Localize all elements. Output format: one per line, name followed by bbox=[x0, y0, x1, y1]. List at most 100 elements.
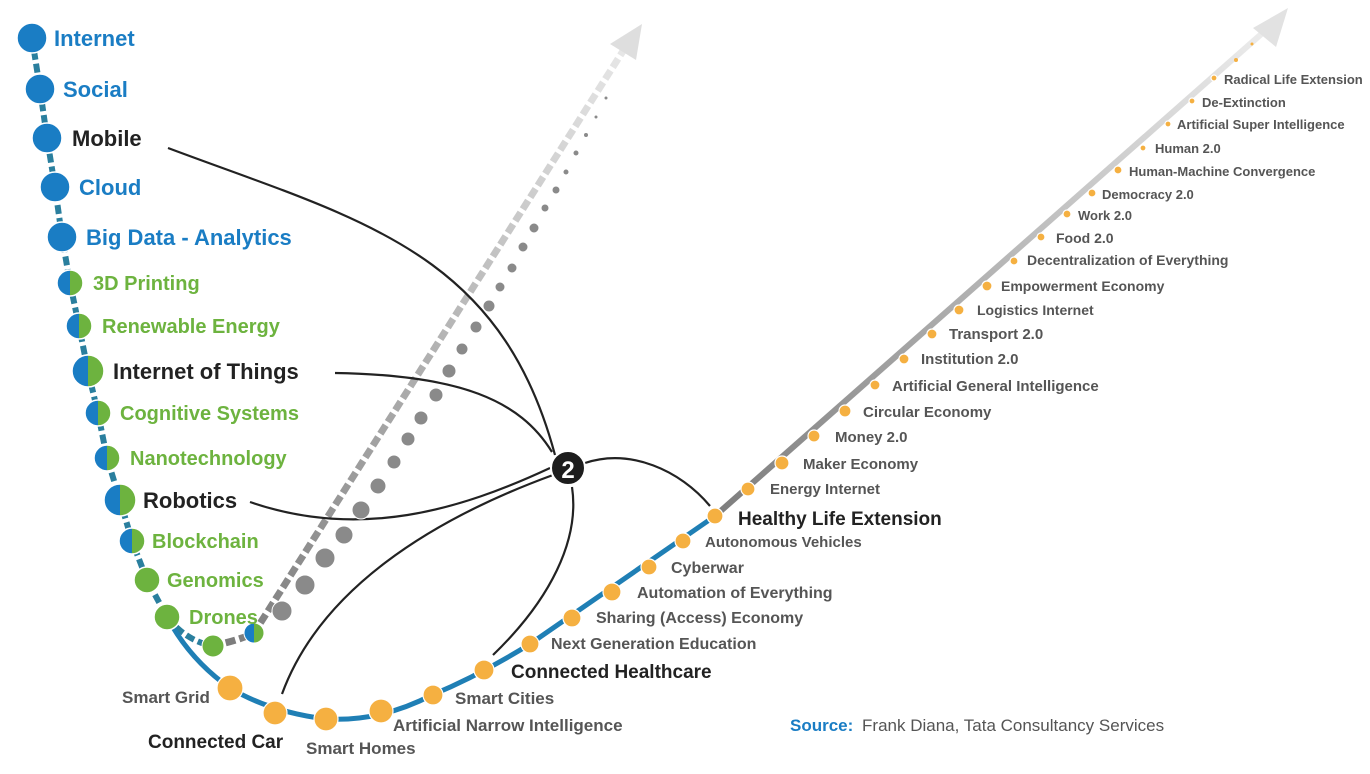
grey-track-dot bbox=[201, 634, 225, 658]
grey-track-dot bbox=[441, 363, 457, 379]
node-automation-of-everything bbox=[602, 582, 622, 602]
node-big-data-analytics bbox=[46, 221, 78, 253]
orange-track-dot bbox=[1250, 42, 1254, 46]
connector-car bbox=[280, 473, 554, 695]
label-internet: Internet bbox=[54, 26, 135, 51]
hub-connectors bbox=[167, 146, 711, 695]
label-connected-healthcare: Connected Healthcare bbox=[511, 662, 712, 683]
node-de-extinction bbox=[1188, 97, 1196, 105]
node-artificial-general-intelligence bbox=[869, 379, 881, 391]
node-logistics-internet bbox=[953, 304, 965, 316]
label-de-extinction: De-Extinction bbox=[1202, 95, 1286, 110]
node-smart-homes bbox=[313, 706, 339, 732]
node-energy-internet bbox=[740, 481, 756, 497]
grey-track-dot bbox=[351, 500, 371, 520]
node-drones bbox=[153, 603, 181, 631]
label-connected-car: Connected Car bbox=[148, 732, 284, 753]
node-smart-cities bbox=[422, 684, 444, 706]
right-arrow-head bbox=[1253, 8, 1288, 47]
hub: 2 bbox=[550, 450, 586, 486]
label-next-generation-education: Next Generation Education bbox=[551, 636, 756, 653]
right-arrow-track bbox=[713, 19, 1277, 519]
grey-track-dot bbox=[593, 114, 599, 120]
node-blockchain bbox=[118, 527, 146, 555]
hub-circle bbox=[550, 450, 586, 486]
node-smart-grid bbox=[216, 674, 244, 702]
node-internet bbox=[16, 22, 48, 54]
node-decentralization-of-everything bbox=[1009, 256, 1019, 266]
source-credit: Source: Frank Diana, Tata Consultancy Se… bbox=[790, 716, 1164, 735]
node-mobile bbox=[31, 122, 63, 154]
label-cloud: Cloud bbox=[79, 175, 141, 200]
grey-track-dot bbox=[506, 262, 518, 274]
label-healthy-life-extension: Healthy Life Extension bbox=[738, 509, 942, 530]
node-human-2-0 bbox=[1139, 144, 1147, 152]
node-healthy-life-extension bbox=[706, 507, 724, 525]
node-sharing-access-economy bbox=[562, 608, 582, 628]
grey-track-dot bbox=[243, 622, 265, 644]
grey-track-dot bbox=[386, 454, 402, 470]
grey-arrow-dots bbox=[201, 95, 609, 658]
node-next-generation-education bbox=[520, 634, 540, 654]
svg-text:Source: Frank Diana, Tat: Source: Frank Diana, Tata Consultancy Se… bbox=[790, 716, 1164, 735]
label-maker-economy: Maker Economy bbox=[803, 456, 919, 473]
grey-track-dot bbox=[428, 387, 444, 403]
node-radical-life-extension bbox=[1210, 74, 1218, 82]
grey-arrow-head bbox=[610, 24, 642, 60]
grey-track-dot bbox=[603, 95, 609, 101]
label-circular-economy: Circular Economy bbox=[863, 404, 992, 421]
grey-track-dot bbox=[572, 149, 580, 157]
grey-track-dot bbox=[482, 299, 496, 313]
orange-track-dot bbox=[1234, 58, 1238, 62]
label-cyberwar: Cyberwar bbox=[671, 560, 744, 577]
grey-track-dot bbox=[540, 203, 550, 213]
node-democracy-2-0 bbox=[1087, 188, 1097, 198]
grey-track-dot bbox=[528, 222, 540, 234]
grey-track-dot bbox=[562, 168, 570, 176]
node-renewable-energy bbox=[65, 312, 93, 340]
label-blockchain: Blockchain bbox=[152, 531, 259, 553]
node-maker-economy bbox=[774, 455, 790, 471]
node-empowerment-economy bbox=[981, 280, 993, 292]
node-artificial-narrow-intelligence bbox=[368, 698, 394, 724]
connector-iot bbox=[334, 371, 553, 453]
label-autonomous-vehicles: Autonomous Vehicles bbox=[705, 534, 862, 551]
label-smart-homes: Smart Homes bbox=[306, 739, 416, 758]
node-connected-healthcare bbox=[473, 659, 495, 681]
left-curve-track bbox=[29, 37, 213, 649]
grey-track-dot bbox=[314, 547, 336, 569]
grey-track-dot bbox=[294, 574, 316, 596]
node-connected-car bbox=[262, 700, 288, 726]
label-decentralization-of-everything: Decentralization of Everything bbox=[1027, 252, 1228, 268]
label-institution-2-0: Institution 2.0 bbox=[921, 351, 1019, 368]
node-human-machine-convergence bbox=[1113, 165, 1123, 175]
connector-healthy-life bbox=[584, 457, 711, 507]
label-smart-grid: Smart Grid bbox=[122, 688, 210, 707]
label-work-2-0: Work 2.0 bbox=[1078, 208, 1132, 223]
label-sharing-access-economy: Sharing (Access) Economy bbox=[596, 610, 803, 627]
label-transport-2-0: Transport 2.0 bbox=[949, 326, 1043, 343]
connector-healthcare bbox=[492, 486, 575, 656]
node-artificial-super-intelligence bbox=[1164, 120, 1172, 128]
source-prefix: Source: bbox=[790, 716, 853, 735]
label-robotics: Robotics bbox=[143, 488, 237, 513]
label-big-data-analytics: Big Data - Analytics bbox=[86, 225, 292, 250]
label-food-2-0: Food 2.0 bbox=[1056, 230, 1114, 246]
label-democracy-2-0: Democracy 2.0 bbox=[1102, 187, 1194, 202]
source-text: Frank Diana, Tata Consultancy Services bbox=[862, 716, 1164, 735]
grey-track-dot bbox=[400, 431, 416, 447]
label-social: Social bbox=[63, 77, 128, 102]
label-artificial-general-intelligence: Artificial General Intelligence bbox=[892, 378, 1099, 395]
grey-track-dot bbox=[469, 320, 483, 334]
grey-track-dot bbox=[413, 410, 429, 426]
label-radical-life-extension: Radical Life Extension bbox=[1224, 72, 1363, 87]
node-3d-printing bbox=[56, 269, 84, 297]
node-internet-of-things bbox=[71, 354, 105, 388]
node-money-2-0 bbox=[807, 429, 821, 443]
grey-track-dot bbox=[455, 342, 469, 356]
grey-track-dot bbox=[551, 185, 561, 195]
grey-track-dot bbox=[583, 132, 589, 138]
label-internet-of-things: Internet of Things bbox=[113, 359, 299, 384]
node-autonomous-vehicles bbox=[674, 532, 692, 550]
